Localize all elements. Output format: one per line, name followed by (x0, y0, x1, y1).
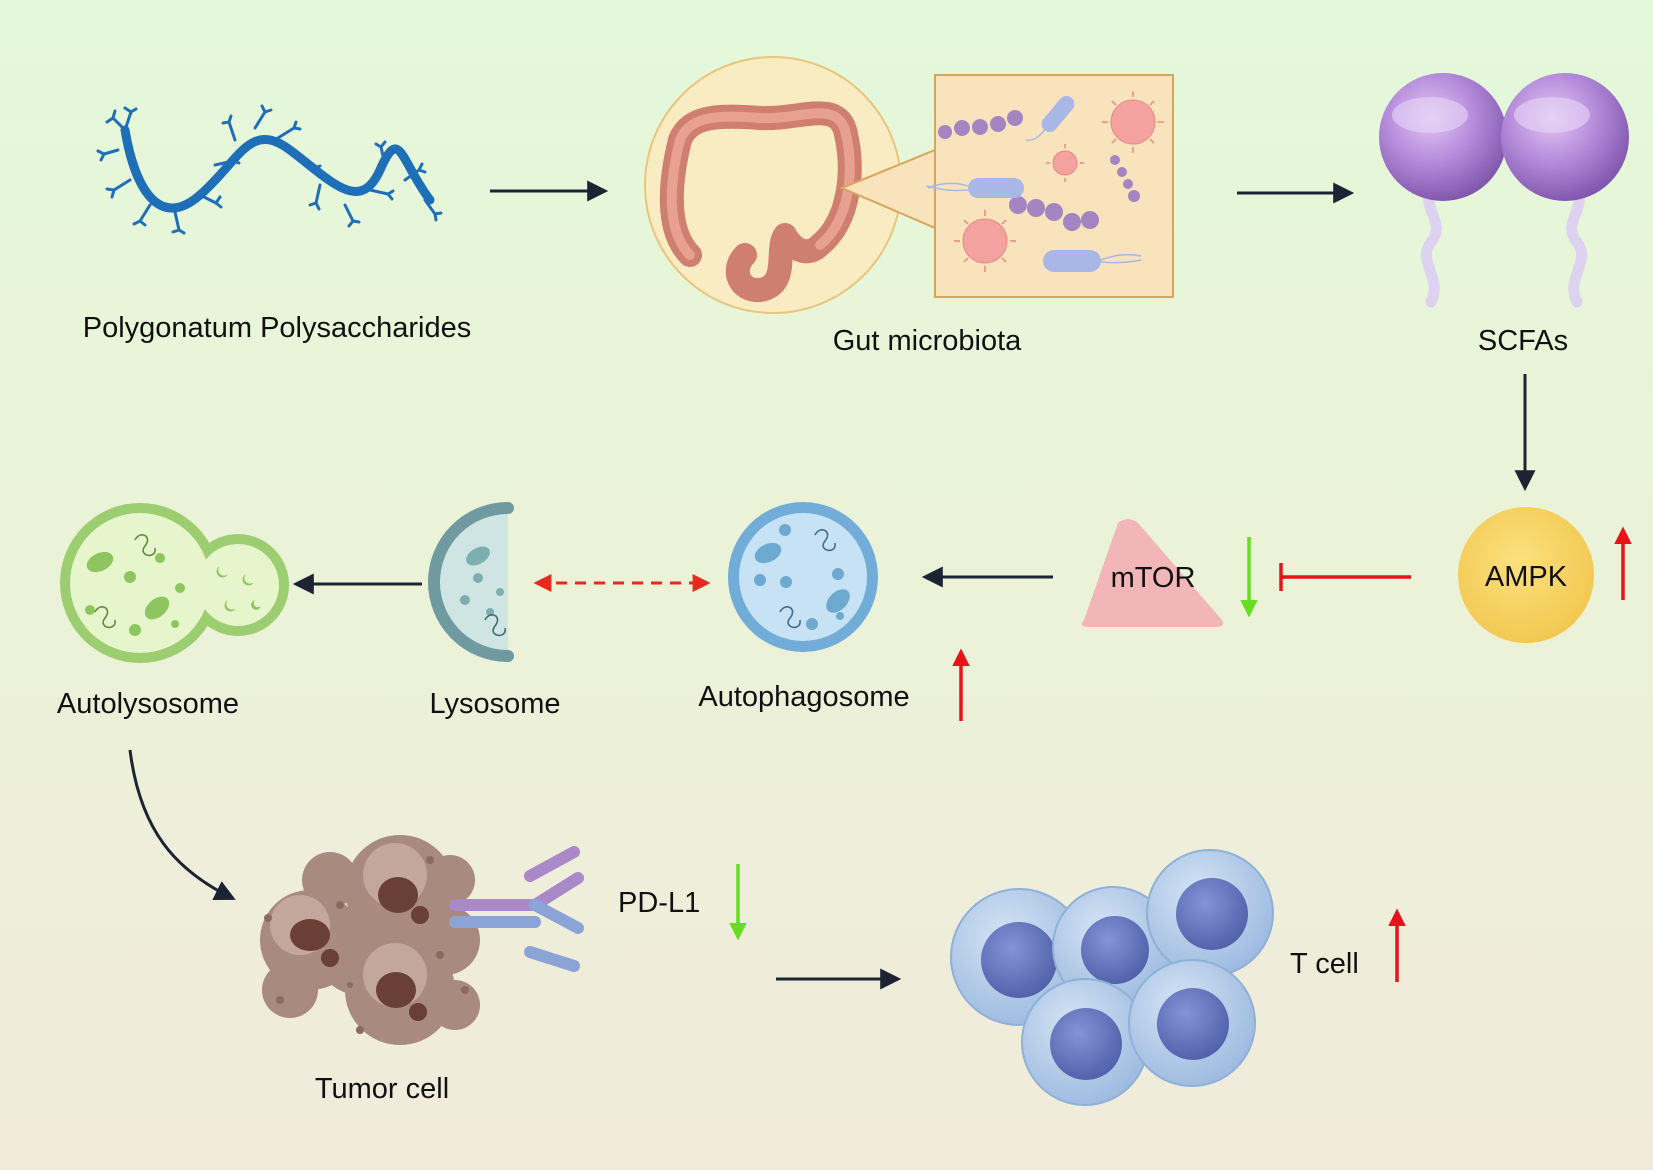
pdl1-label: PD-L1 (618, 887, 701, 919)
lysosome-label: Lysosome (429, 688, 561, 720)
ampk-node (1458, 507, 1594, 643)
arrow-autolysosome-to-tumor (128, 749, 236, 901)
scfa-molecule-icon (1379, 73, 1629, 308)
autophagosome-label: Autophagosome (698, 681, 910, 713)
scfas-label: SCFAs (1477, 325, 1569, 357)
inhibition-ampk-to-mtor (1279, 563, 1411, 591)
t-cell-label: T cell (1290, 948, 1359, 980)
gut-microbiota-label: Gut microbiota (832, 325, 1022, 357)
bacteria-icon (925, 91, 1164, 272)
autolysosome-icon (60, 503, 289, 663)
mtor-label: mTOR (1110, 562, 1196, 594)
polysaccharide-chain-icon (96, 104, 443, 235)
polysaccharides-label: Polygonatum Polysaccharides (82, 312, 472, 344)
pdl1-antibody-icon (449, 846, 584, 972)
microbiota-callout (839, 74, 1174, 298)
t-cell-cluster-icon (950, 849, 1274, 1106)
colon-icon (644, 56, 902, 314)
tumor-cell-label: Tumor cell (314, 1073, 450, 1105)
mtor-node (1081, 519, 1224, 627)
autolysosome-label: Autolysosome (56, 688, 240, 720)
ampk-label: AMPK (1484, 561, 1568, 593)
autophagosome-icon (728, 502, 878, 652)
lysosome-icon (428, 502, 514, 662)
tumor-cell-icon (260, 835, 480, 1045)
